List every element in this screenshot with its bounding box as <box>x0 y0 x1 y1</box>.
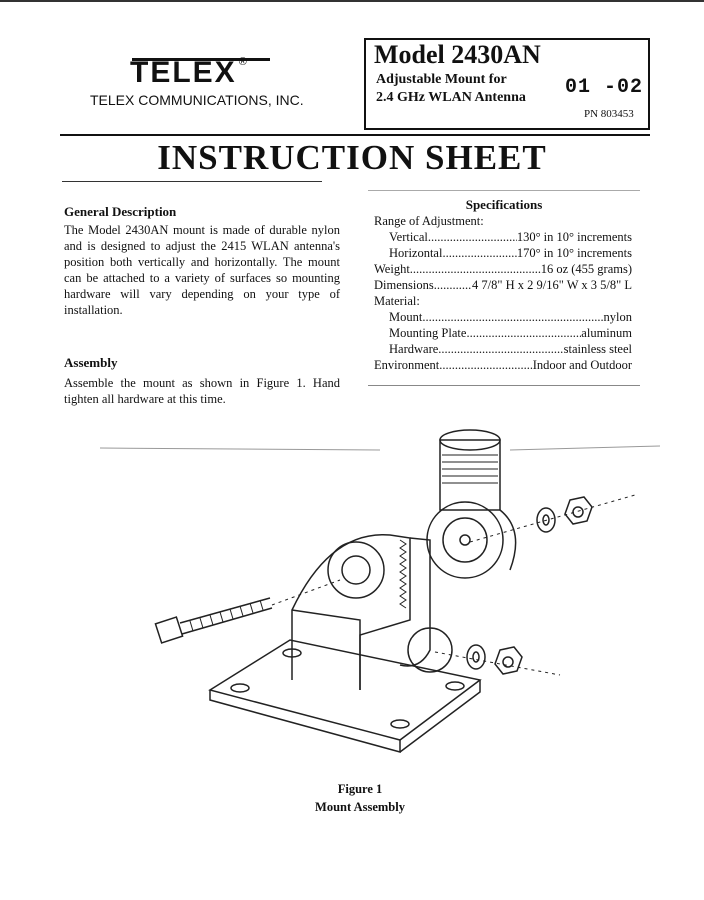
spec-label: Environment <box>374 358 440 372</box>
mounting-plate <box>208 639 482 753</box>
antenna-adapter <box>426 429 517 579</box>
dot-leader <box>438 341 563 357</box>
dot-leader <box>410 261 541 277</box>
model-subtitle-1: Adjustable Mount for <box>376 72 507 87</box>
spec-row: Weight 16 oz (455 grams) <box>374 261 632 277</box>
spec-row: Vertical 130° in 10° increments <box>374 229 632 245</box>
date-code: 01 -02 <box>565 76 644 99</box>
dot-leader <box>466 325 581 341</box>
part-number: PN 803453 <box>584 108 634 120</box>
assembly-text: Assemble the mount as shown in Figure 1.… <box>64 376 340 406</box>
spec-label: Hardware <box>389 342 439 356</box>
dot-leader <box>434 277 472 293</box>
spec-value: nylon <box>603 310 632 324</box>
general-text: The Model 2430AN mount is made of durabl… <box>64 223 340 317</box>
spec-value: 170° in 10° increments <box>516 246 632 260</box>
spec-value: 130° in 10° increments <box>516 230 632 244</box>
bracket <box>291 534 453 690</box>
spec-label: Range of Adjustment: <box>374 214 484 228</box>
spec-label: Mounting Plate <box>389 326 467 340</box>
spec-row: Range of Adjustment: <box>374 213 632 229</box>
registered-mark: ® <box>238 56 249 68</box>
specifications-list: Range of Adjustment: Vertical 130° in 10° … <box>374 213 632 373</box>
specifications-box <box>368 190 640 386</box>
spec-row: Hardware stainless steel <box>374 341 632 357</box>
figure-caption: Mount Assembly <box>315 800 405 814</box>
spec-row: Mount nylon <box>374 309 632 325</box>
spec-label: Mount <box>389 310 423 324</box>
spec-row: Mounting Plate aluminum <box>374 325 632 341</box>
mount-assembly-figure <box>99 429 660 753</box>
scan-line <box>99 445 660 451</box>
spec-row: Environment Indoor and Outdoor <box>374 357 632 373</box>
spec-value: 4 7/8" H x 2 9/16" W x 3 5/8" L <box>472 278 632 292</box>
model-number: Model 2430AN <box>374 40 541 69</box>
model-box <box>364 38 650 130</box>
washers-and-nuts <box>434 494 636 676</box>
divider <box>62 181 322 182</box>
telex-logo: TELEX® <box>130 56 249 90</box>
general-heading: General Description <box>64 204 177 219</box>
dot-leader <box>442 245 516 261</box>
spec-label: Weight <box>374 262 410 276</box>
spec-value: Indoor and Outdoor <box>532 358 632 372</box>
spec-row: Material: <box>374 293 632 309</box>
spec-row: Dimensions 4 7/8" H x 2 9/16" W x 3 5/8" … <box>374 277 632 293</box>
logo-bar <box>132 58 270 61</box>
spec-label: Material: <box>374 294 420 308</box>
dot-leader <box>422 309 603 325</box>
specifications-heading: Specifications <box>465 197 543 212</box>
spec-label: Horizontal <box>389 246 443 260</box>
dot-leader <box>439 357 532 373</box>
spec-label: Vertical <box>389 230 428 244</box>
figure-label: Figure 1 <box>337 782 383 796</box>
assembly-heading: Assembly <box>64 355 118 370</box>
company-name: TELEX COMMUNICATIONS, INC. <box>90 92 304 108</box>
logo-text: TELEX <box>130 56 237 89</box>
dot-leader <box>428 229 517 245</box>
divider <box>60 134 650 136</box>
spec-label: Dimensions <box>374 278 434 292</box>
bolt <box>154 579 341 644</box>
scan-edge <box>0 0 704 2</box>
model-subtitle-2: 2.4 GHz WLAN Antenna <box>376 90 526 105</box>
spec-value: 16 oz (455 grams) <box>540 262 632 276</box>
page-title: INSTRUCTION SHEET <box>157 138 547 177</box>
spec-value: aluminum <box>581 326 632 340</box>
spec-row: Horizontal 170° in 10° increments <box>374 245 632 261</box>
spec-value: stainless steel <box>563 342 632 356</box>
